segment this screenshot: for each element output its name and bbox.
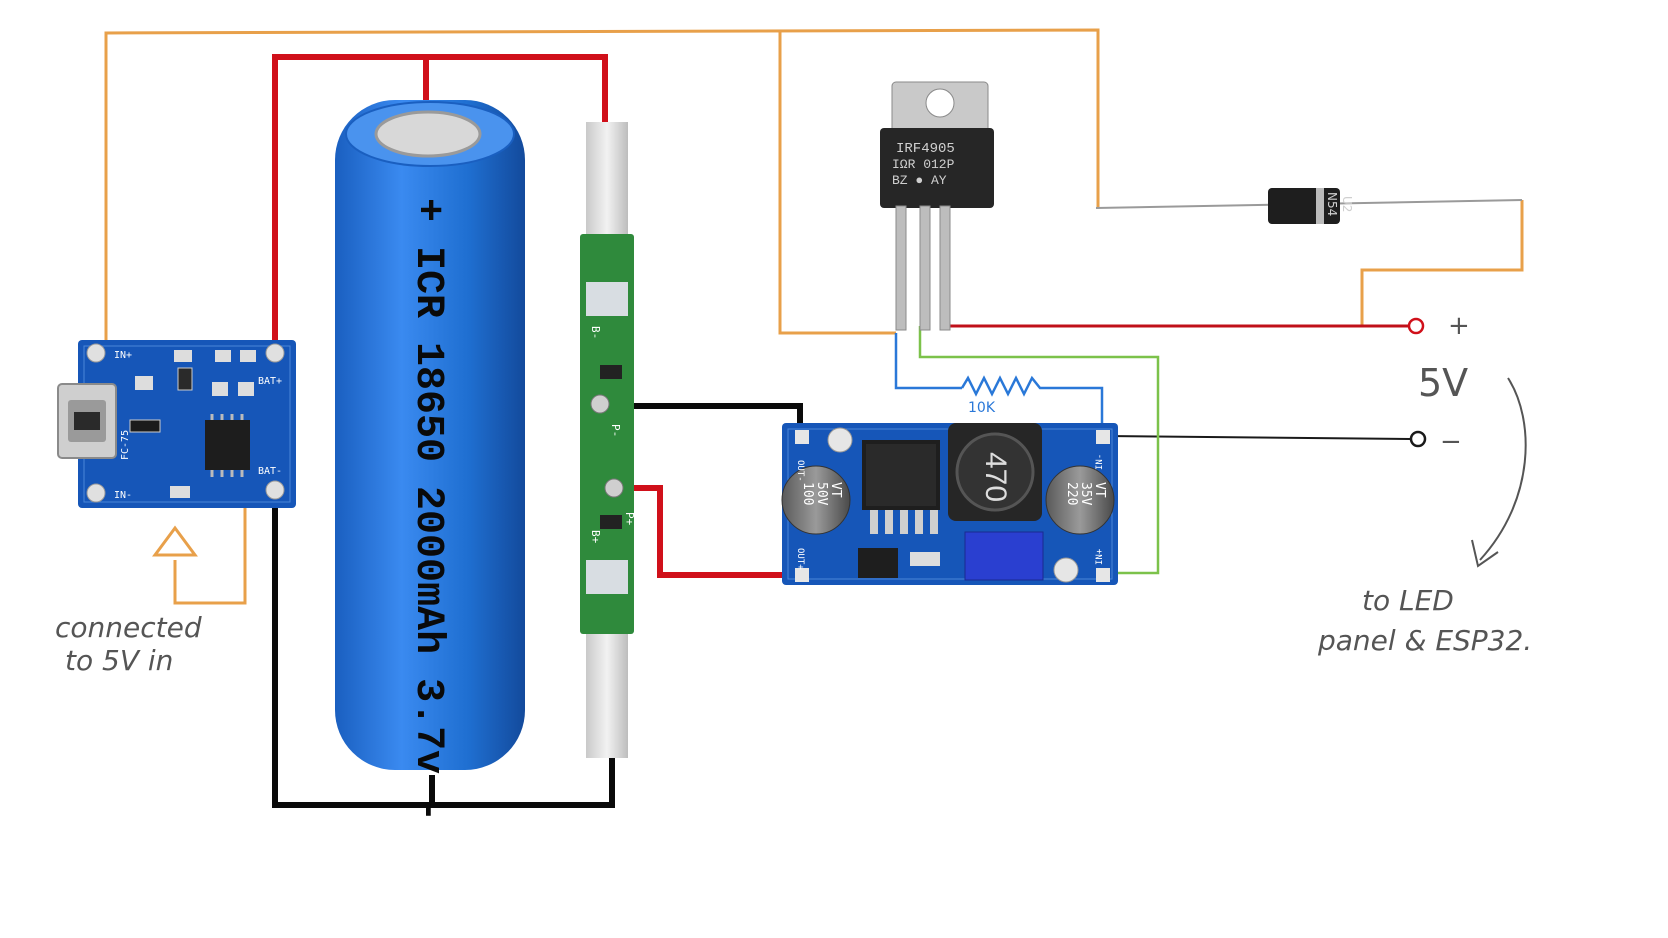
output-terminals: + − 5V <box>1407 311 1527 568</box>
orange-wire-charger-in <box>104 28 1100 353</box>
charger-ic <box>205 420 250 470</box>
diode-1n5400: N54 U2 <box>1095 188 1523 224</box>
led-note-line1: to LED <box>1362 584 1454 617</box>
led-note-line2: panel & ESP32. <box>1317 624 1532 657</box>
red-wire-boost-in <box>612 485 800 578</box>
battery-18650: + ICR 18650 2000mAh 3.7v - <box>335 100 525 822</box>
mosfet-marking-2: IΩR 012P <box>892 157 955 172</box>
resistor-zigzag <box>960 375 1104 436</box>
boost-converter: 470 100 50V VT 220 35V VT OUT- OUT+ IN- … <box>781 423 1118 585</box>
boost-pin-in-plus: IN+ <box>1095 548 1105 565</box>
boost-cap-left <box>781 465 851 535</box>
charger-module: IN+ IN- BAT+ BAT- FC-75 <box>57 340 296 508</box>
blue-wire-gate-resistor <box>894 333 962 390</box>
mosfet-marking-3: BZ ● AY <box>892 173 947 188</box>
nickel-strip-bottom <box>586 620 628 758</box>
orange-wire-diode-out <box>1360 200 1524 326</box>
diode-marking-1: N54 <box>1325 192 1339 216</box>
charger-note-line1: connected <box>55 611 202 644</box>
boost-inductor-value: 470 <box>979 452 1012 502</box>
nickel-strip-top <box>586 122 628 240</box>
mosfet-marking-1: IRF4905 <box>896 141 955 157</box>
charger-pin-in-plus: IN+ <box>114 350 132 361</box>
charger-chip-marking: FC-75 <box>120 430 131 460</box>
boost-pin-in-minus: IN- <box>1095 454 1105 470</box>
diode-marking-2: U2 <box>1340 196 1354 212</box>
output-plus-terminal <box>1407 317 1425 335</box>
red-wire-bat-plus <box>272 54 608 345</box>
pad-bat-minus <box>265 480 285 500</box>
green-wire-drain <box>918 326 1160 575</box>
pad-in-minus <box>86 483 106 503</box>
orange-arrow-up <box>152 525 198 557</box>
mosfet-pin-drain <box>919 205 931 331</box>
black-wire-output-minus <box>1104 435 1411 440</box>
mosfet-pin-source <box>939 205 951 331</box>
resistor-label: 10K <box>968 400 996 416</box>
charger-pin-bat-minus: BAT- <box>258 466 282 477</box>
orange-wires <box>104 28 1524 605</box>
cap-right-voltage: 35V <box>1078 482 1093 506</box>
diode-cathode-band <box>1316 188 1324 224</box>
cap-right-series: VT <box>1092 482 1107 498</box>
pcm-pin-p-minus: P- <box>609 424 622 437</box>
orange-wire-charger-note <box>173 470 247 605</box>
mosfet-irf4905: IRF4905 IΩR 012P BZ ● AY <box>880 81 994 331</box>
cap-left-series: VT <box>828 482 843 498</box>
black-wire-bat-minus <box>272 490 615 808</box>
orange-wire-mosfet-gate <box>778 30 896 335</box>
annotation-arrow-head <box>1471 539 1499 568</box>
boost-trimmer <box>964 531 1044 581</box>
charger-note-line2: to 5V in <box>65 644 173 677</box>
charger-pin-in-minus: IN- <box>114 490 132 501</box>
output-minus-terminal <box>1409 430 1427 448</box>
pcm-pin-b-plus: B+ <box>589 530 602 544</box>
output-plus-label: + <box>1448 311 1470 341</box>
cap-right-value: 220 <box>1064 482 1079 505</box>
battery-label: + ICR 18650 2000mAh 3.7v - <box>405 198 450 822</box>
boost-pin-out-minus: OUT- <box>795 460 805 482</box>
protection-board: B- P- P+ B+ <box>580 122 636 758</box>
mosfet-pin-gate <box>895 205 907 331</box>
pcm-pin-p-plus: P+ <box>623 512 636 526</box>
boost-pin-out-plus: OUT+ <box>795 548 805 570</box>
cap-left-value: 100 <box>800 482 815 505</box>
pad-in-plus <box>86 343 106 363</box>
output-voltage-label: 5V <box>1418 361 1468 405</box>
charger-pin-bat-plus: BAT+ <box>258 376 282 387</box>
boost-cap-right <box>1045 465 1115 535</box>
annotation-arrow-curve <box>1479 377 1527 561</box>
battery-terminal <box>374 110 482 158</box>
output-minus-label: − <box>1440 427 1462 457</box>
pad-bat-plus <box>265 343 285 363</box>
cap-left-voltage: 50V <box>814 482 829 506</box>
pcm-pin-b-minus: B- <box>589 326 602 339</box>
